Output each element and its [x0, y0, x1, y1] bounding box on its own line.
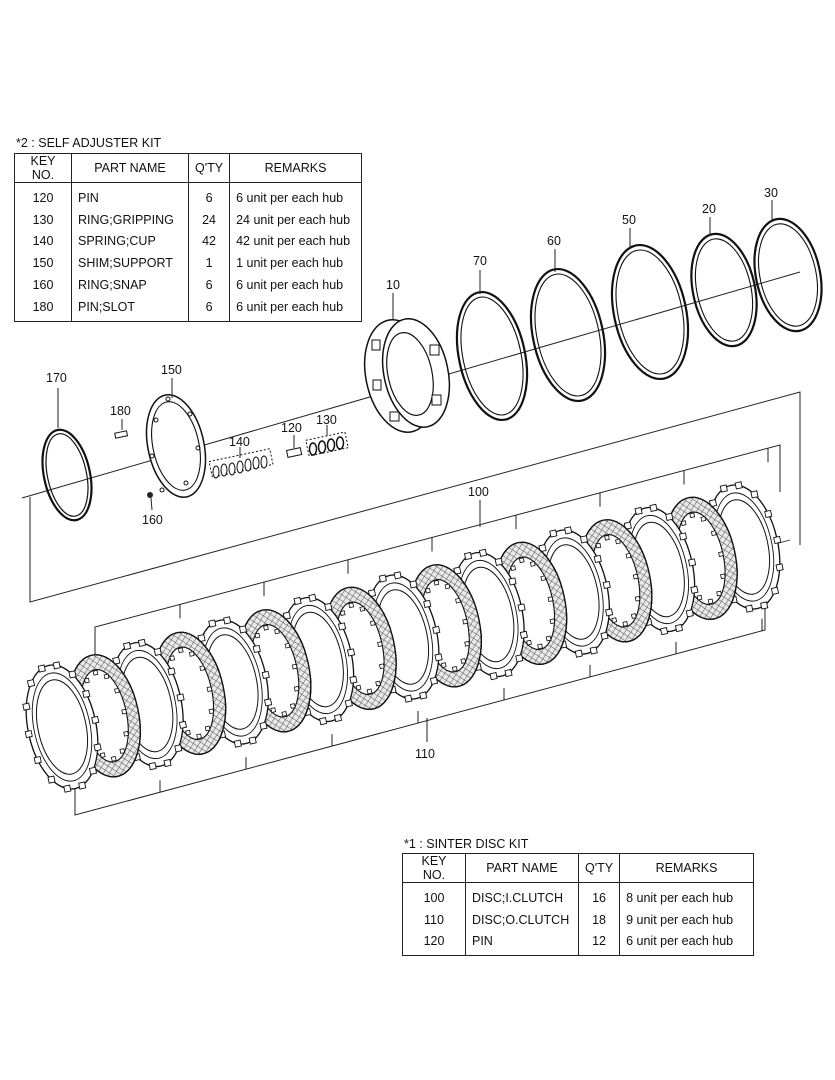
table-header-row: KEY NO. PART NAME Q'TY REMARKS: [402, 853, 754, 883]
sinter-disc-kit-title: *1 : SINTER DISC KIT: [404, 837, 529, 851]
cell-key: 160: [14, 274, 72, 296]
callout-50: 50: [622, 213, 636, 227]
cell-name: PIN: [465, 930, 579, 957]
cell-remarks: 42 unit per each hub: [229, 230, 362, 253]
cell-remarks: 6 unit per each hub: [619, 930, 754, 957]
col-remarks: REMARKS: [229, 153, 362, 183]
callout-70: 70: [473, 254, 487, 268]
cell-key: 120: [402, 930, 466, 957]
callout-20: 20: [702, 202, 716, 216]
table-row: 120 PIN 6 6 unit per each hub: [14, 182, 362, 209]
col-part-name: PART NAME: [465, 853, 579, 883]
callout-10: 10: [386, 278, 400, 292]
cell-name: PIN: [71, 182, 189, 209]
part-70-ring: [455, 290, 529, 422]
col-key-no: KEY NO.: [402, 853, 466, 883]
cell-qty: 18: [577, 908, 621, 931]
callout-140: 140: [229, 435, 250, 449]
cell-name: RING;SNAP: [71, 274, 189, 296]
callout-60: 60: [547, 234, 561, 248]
cell-qty: 1: [187, 252, 231, 275]
table-row: 110 DISC;O.CLUTCH 18 9 unit per each hub: [402, 908, 754, 931]
col-qty: Q'TY: [187, 153, 231, 183]
part-10-hub: [363, 318, 451, 433]
callout-150: 150: [161, 363, 182, 377]
cell-remarks: 8 unit per each hub: [619, 882, 754, 909]
callout-180: 180: [110, 404, 131, 418]
cell-qty: 42: [187, 230, 231, 253]
table-row: 140 SPRING;CUP 42 42 unit per each hub: [14, 230, 362, 253]
clutch-disc-stack: [22, 481, 784, 793]
cell-qty: 24: [187, 208, 231, 231]
table-row: 130 RING;GRIPPING 24 24 unit per each hu…: [14, 208, 362, 231]
table-row: 160 RING;SNAP 6 6 unit per each hub: [14, 274, 362, 296]
cell-name: SHIM;SUPPORT: [71, 252, 189, 275]
table-row: 180 PIN;SLOT 6 6 unit per each hub: [14, 295, 362, 322]
cell-key: 100: [402, 882, 466, 909]
col-key-no: KEY NO.: [14, 153, 72, 183]
table-row: 100 DISC;I.CLUTCH 16 8 unit per each hub: [402, 882, 754, 909]
col-remarks: REMARKS: [619, 853, 754, 883]
callout-130: 130: [316, 413, 337, 427]
part-30-ring: [753, 217, 823, 333]
part-60-ring: [529, 267, 607, 403]
cell-qty: 6: [187, 274, 231, 296]
part-180-pin: [114, 430, 129, 439]
bracket-ticks: [159, 448, 769, 793]
cell-name: DISC;O.CLUTCH: [465, 908, 579, 931]
cell-qty: 6: [187, 182, 231, 209]
self-adjuster-kit-table: KEY NO. PART NAME Q'TY REMARKS 120 PIN 6…: [14, 153, 362, 322]
callout-120: 120: [281, 421, 302, 435]
cell-key: 150: [14, 252, 72, 275]
cell-name: SPRING;CUP: [71, 230, 189, 253]
leader-bracket-100: [94, 444, 781, 668]
self-adjuster-kit-title: *2 : SELF ADJUSTER KIT: [16, 136, 162, 150]
cell-remarks: 1 unit per each hub: [229, 252, 362, 275]
col-part-name: PART NAME: [71, 153, 189, 183]
part-120-pin: [285, 447, 303, 458]
table-header-row: KEY NO. PART NAME Q'TY REMARKS: [14, 153, 362, 183]
cell-key: 110: [402, 908, 466, 931]
sinter-disc-kit-table: KEY NO. PART NAME Q'TY REMARKS 100 DISC;…: [402, 853, 754, 957]
cell-key: 120: [14, 182, 72, 209]
part-20-ring: [690, 232, 758, 348]
leader-bracket-110: [74, 602, 766, 816]
cell-key: 130: [14, 208, 72, 231]
part-150-shim: [145, 394, 207, 498]
part-130-rings: [305, 431, 349, 457]
cell-name: DISC;I.CLUTCH: [465, 882, 579, 909]
callout-110: 110: [415, 747, 435, 761]
callout-170: 170: [46, 371, 67, 385]
leader-160: [150, 497, 153, 511]
cell-key: 180: [14, 295, 72, 322]
callout-160: 160: [142, 513, 163, 527]
col-qty: Q'TY: [577, 853, 621, 883]
part-140-springs: [208, 448, 274, 479]
cell-name: PIN;SLOT: [71, 295, 189, 322]
cell-remarks: 6 unit per each hub: [229, 274, 362, 296]
steel-disc: [22, 661, 102, 793]
part-170-ring: [41, 428, 93, 522]
cell-remarks: 6 unit per each hub: [229, 295, 362, 322]
cell-qty: 12: [577, 930, 621, 957]
cell-remarks: 24 unit per each hub: [229, 208, 362, 231]
table-row: 150 SHIM;SUPPORT 1 1 unit per each hub: [14, 252, 362, 275]
part-160-ring: [147, 492, 153, 498]
cell-qty: 6: [187, 295, 231, 322]
cell-name: RING;GRIPPING: [71, 208, 189, 231]
cell-remarks: 6 unit per each hub: [229, 182, 362, 209]
part-50-ring: [610, 243, 690, 381]
callout-100: 100: [468, 485, 489, 499]
cell-qty: 16: [577, 882, 621, 909]
table-row: 120 PIN 12 6 unit per each hub: [402, 930, 754, 957]
cell-key: 140: [14, 230, 72, 253]
cell-remarks: 9 unit per each hub: [619, 908, 754, 931]
callout-30: 30: [764, 186, 778, 200]
disc-group-frame: [29, 391, 801, 603]
